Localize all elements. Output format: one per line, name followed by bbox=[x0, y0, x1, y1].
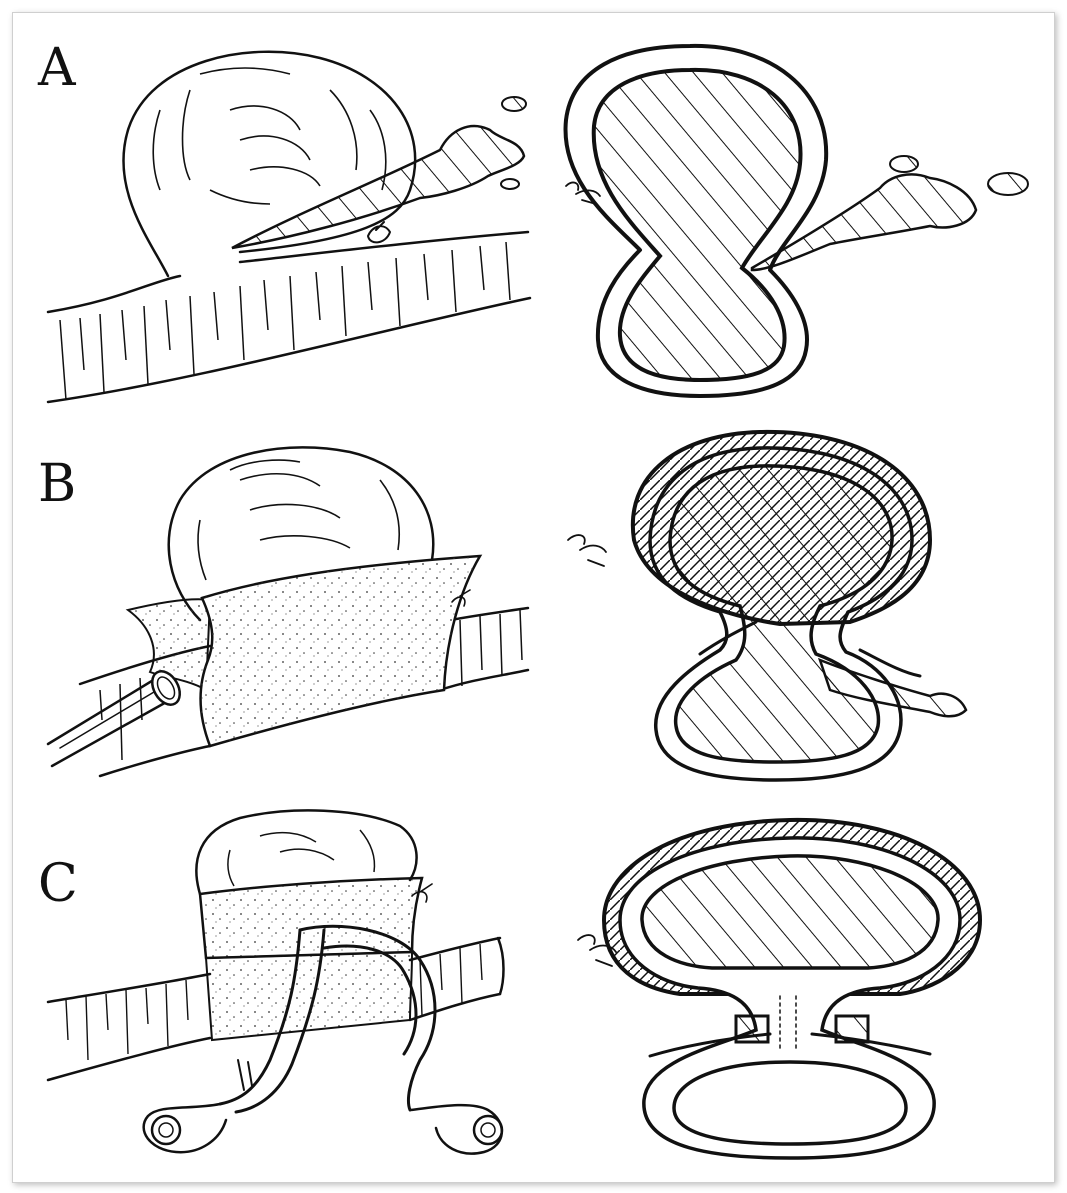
panel-a-right-cross-section bbox=[566, 46, 1028, 396]
bleeding-jet-a bbox=[232, 97, 526, 248]
aneurysm-dome-a bbox=[123, 52, 415, 276]
panel-b-right-cross-section bbox=[568, 432, 966, 780]
panel-b-left-drawing bbox=[48, 447, 528, 776]
cotton-wrap-c bbox=[200, 878, 422, 958]
panel-c-left-drawing bbox=[48, 810, 504, 1153]
panel-a-left-drawing bbox=[48, 52, 530, 402]
suction-tube-b bbox=[48, 666, 185, 766]
vessel-a bbox=[48, 232, 530, 402]
panel-c-right-cross-section bbox=[578, 820, 980, 1158]
